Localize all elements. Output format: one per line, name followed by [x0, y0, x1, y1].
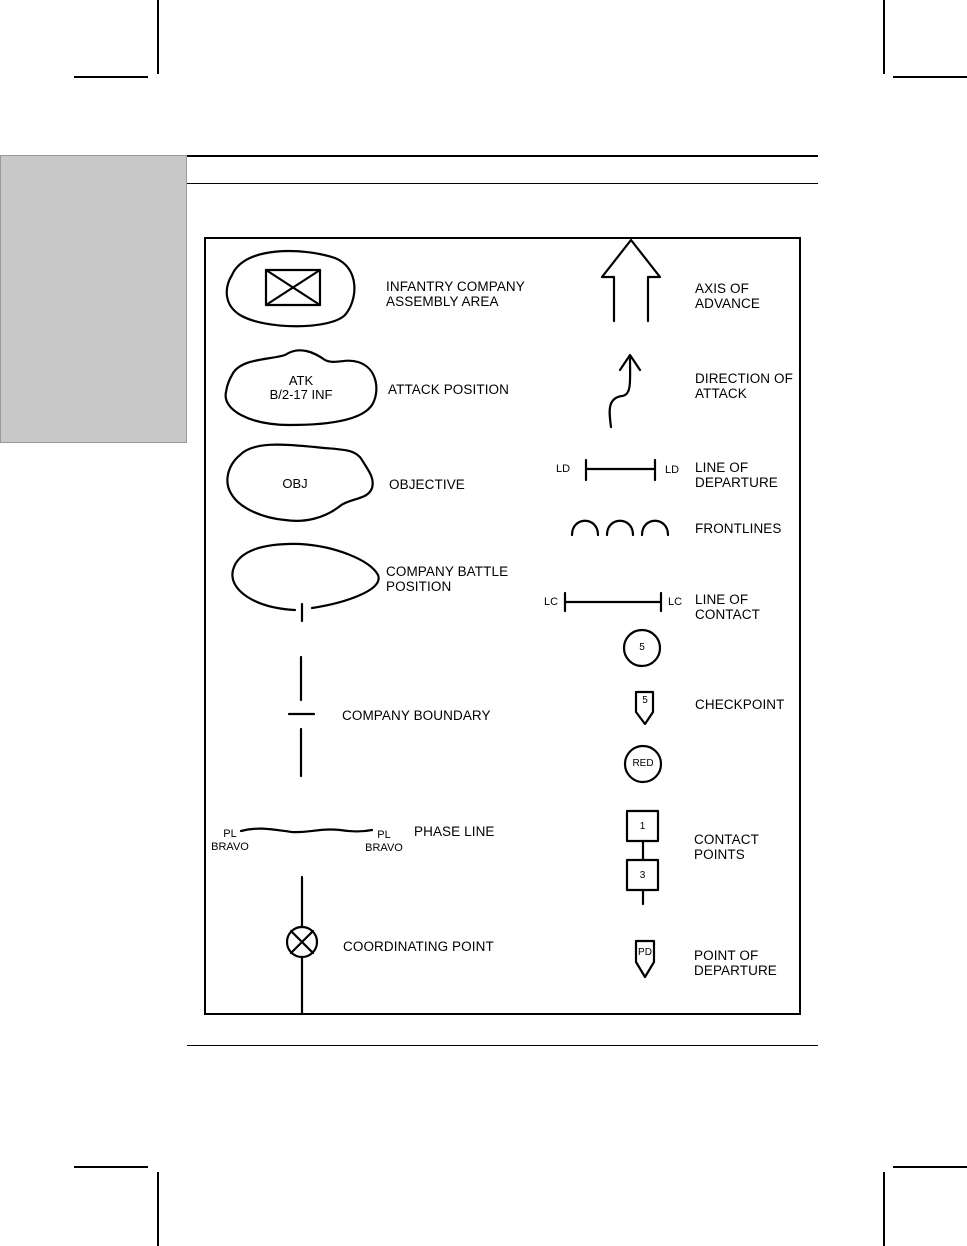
phase-line-symbol — [239, 827, 374, 834]
attack-position-inner-text: ATK B/2-17 INF — [269, 373, 333, 402]
contact-points-symbol — [625, 809, 660, 906]
crop-mark-top-right-horizontal — [893, 76, 967, 78]
line-of-contact-symbol — [563, 591, 663, 613]
ld-right-label: LD — [664, 464, 680, 476]
objective-outline — [226, 443, 374, 522]
frontlines-symbol — [570, 519, 670, 537]
label-company-boundary: COMPANY BOUNDARY — [342, 708, 491, 723]
line-of-departure-symbol — [584, 458, 657, 482]
label-axis-of-advance: AXIS OF ADVANCE — [695, 281, 760, 311]
point-of-departure-marker-text: PD — [638, 947, 652, 958]
attack-position-outline — [224, 349, 378, 427]
label-contact-points: CONTACT POINTS — [694, 832, 759, 862]
company-boundary-symbol — [287, 655, 316, 778]
label-checkpoint: CHECKPOINT — [695, 697, 785, 712]
crop-mark-top-left-horizontal — [74, 76, 148, 78]
ld-left-label: LD — [555, 463, 571, 475]
assembly-area-symbol — [225, 249, 356, 328]
phase-line-left-label: PL BRAVO — [211, 828, 249, 853]
direction-of-attack-arrow — [608, 353, 642, 429]
label-frontlines: FRONTLINES — [695, 521, 782, 536]
crop-mark-bottom-right-vertical — [883, 1172, 885, 1246]
lc-left-label: LC — [543, 596, 559, 608]
checkpoint-red-symbol — [623, 744, 663, 784]
label-attack-position: ATTACK POSITION — [388, 382, 510, 397]
checkpoint-red-text: RED — [632, 758, 654, 769]
label-phase-line: PHASE LINE — [414, 824, 495, 839]
label-line-of-departure: LINE OF DEPARTURE — [695, 460, 778, 490]
label-coordinating-point: COORDINATING POINT — [343, 939, 494, 954]
lc-right-label: LC — [667, 596, 683, 608]
checkpoint-circle-symbol — [622, 628, 662, 668]
crop-mark-bottom-left-vertical — [157, 1172, 159, 1246]
header-rule-thin — [187, 183, 818, 184]
crop-mark-bottom-left-horizontal — [74, 1166, 148, 1168]
contact-point-3-number: 3 — [639, 870, 646, 881]
label-objective: OBJECTIVE — [389, 477, 465, 492]
chapter-side-tab — [0, 155, 187, 443]
label-line-of-contact: LINE OF CONTACT — [695, 592, 760, 622]
point-of-departure-symbol — [634, 939, 656, 979]
footer-rule — [187, 1045, 818, 1046]
label-direction-of-attack: DIRECTION OF ATTACK — [695, 371, 793, 401]
coordinating-point-symbol — [285, 875, 319, 1016]
checkpoint-marker-number: 5 — [642, 695, 648, 706]
contact-point-1-number: 1 — [639, 821, 646, 832]
crop-mark-bottom-right-horizontal — [893, 1166, 967, 1168]
battle-position-symbol — [231, 542, 380, 623]
crop-mark-top-right-vertical — [883, 0, 885, 74]
phase-line-right-label: PL BRAVO — [365, 829, 403, 854]
axis-of-advance-arrow — [600, 238, 662, 323]
symbol-legend-frame — [204, 237, 801, 1015]
crop-mark-top-left-vertical — [157, 0, 159, 74]
checkpoint-marker-symbol — [634, 690, 655, 726]
label-infantry-assembly: INFANTRY COMPANY ASSEMBLY AREA — [386, 279, 525, 309]
label-point-of-departure: POINT OF DEPARTURE — [694, 948, 777, 978]
header-rule-thick — [187, 155, 818, 157]
objective-inner-text: OBJ — [282, 476, 308, 491]
checkpoint-circle-number: 5 — [639, 642, 645, 653]
label-battle-position: COMPANY BATTLE POSITION — [386, 564, 509, 594]
